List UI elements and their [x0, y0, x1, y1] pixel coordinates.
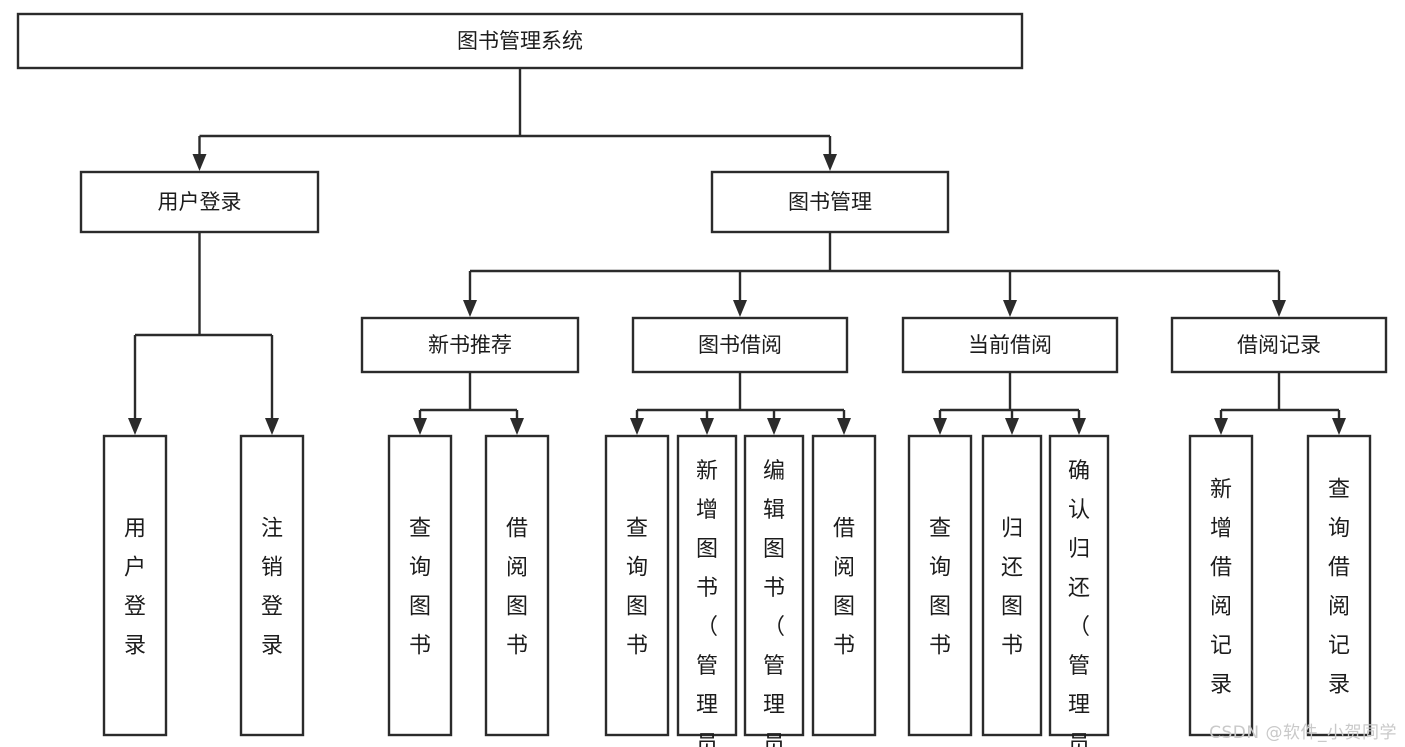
- node-user-login[interactable]: 用户登录: [79, 170, 320, 234]
- node-label-current-borrow: 当前借阅: [968, 333, 1052, 357]
- edge-book-manage-to-borrow-record-arrowhead: [1272, 300, 1286, 317]
- node-box-leaf-add-borrow-record: [1188, 434, 1254, 737]
- edge-current-borrow-to-leaf-query-book-current-arrowhead: [933, 418, 947, 435]
- edge-borrow-record-to-leaf-query-borrow-record-arrowhead: [1332, 418, 1346, 435]
- node-box-current-borrow: [901, 316, 1119, 374]
- node-new-book-recommend[interactable]: 新书推荐: [360, 316, 580, 374]
- node-leaf-borrow-book[interactable]: 借阅图书: [811, 434, 877, 737]
- node-box-leaf-logout: [239, 434, 305, 737]
- edge-book-manage-to-new-book-recommend-arrowhead: [463, 300, 477, 317]
- node-leaf-edit-book-admin[interactable]: 编辑图书（管理员）: [743, 434, 805, 747]
- node-box-borrow-record: [1170, 316, 1388, 374]
- node-leaf-add-borrow-record[interactable]: 新增借阅记录: [1188, 434, 1254, 737]
- node-label-leaf-borrow-book: 借阅图书: [833, 517, 855, 659]
- node-leaf-query-book-current[interactable]: 查询图书: [907, 434, 973, 737]
- node-box-leaf-query-book-borrow: [604, 434, 670, 737]
- node-box-leaf-add-book-admin: [676, 434, 738, 737]
- edge-current-borrow-to-leaf-return-book-arrowhead: [1005, 418, 1019, 435]
- node-label-leaf-logout: 注销登录: [261, 517, 283, 659]
- node-label-leaf-add-book-admin: 新增图书（管理员）: [696, 459, 718, 747]
- node-label-leaf-user-login: 用户登录: [124, 517, 146, 659]
- node-box-undefined: [16, 12, 1024, 70]
- node-label-leaf-confirm-return-admin: 确认归还（管理员）: [1068, 459, 1090, 747]
- node-box-leaf-query-borrow-record: [1306, 434, 1372, 737]
- node-layer: 图书管理系统用户登录图书管理新书推荐图书借阅当前借阅借阅记录用户登录注销登录查询…: [16, 12, 1388, 747]
- node-box-book-manage: [710, 170, 950, 234]
- node-leaf-query-book-rec[interactable]: 查询图书: [387, 434, 453, 737]
- node-book-borrow[interactable]: 图书借阅: [631, 316, 849, 374]
- node-current-borrow[interactable]: 当前借阅: [901, 316, 1119, 374]
- node-label-leaf-edit-book-admin: 编辑图书（管理员）: [763, 459, 785, 747]
- node-leaf-user-login[interactable]: 用户登录: [102, 434, 168, 737]
- node-label-leaf-query-book-rec: 查询图书: [409, 517, 431, 659]
- node-label-new-book-recommend: 新书推荐: [428, 333, 512, 357]
- node-label-user-login: 用户登录: [158, 190, 242, 214]
- node-box-leaf-user-login: [102, 434, 168, 737]
- node-leaf-logout[interactable]: 注销登录: [239, 434, 305, 737]
- node-box-leaf-borrow-book-rec: [484, 434, 550, 737]
- edge-book-borrow-to-leaf-query-book-borrow-arrowhead: [630, 418, 644, 435]
- connector-layer: [128, 68, 1346, 435]
- node-leaf-return-book[interactable]: 归还图书: [981, 434, 1043, 737]
- node-box-leaf-query-book-current: [907, 434, 973, 737]
- node-leaf-query-borrow-record[interactable]: 查询借阅记录: [1306, 434, 1372, 737]
- node-leaf-query-book-borrow[interactable]: 查询图书: [604, 434, 670, 737]
- edge-new-book-recommend-to-leaf-borrow-book-rec-arrowhead: [510, 418, 524, 435]
- edge-book-borrow-to-leaf-edit-book-admin-arrowhead: [767, 418, 781, 435]
- node-box-leaf-borrow-book: [811, 434, 877, 737]
- edge-new-book-recommend-to-leaf-query-book-rec-arrowhead: [413, 418, 427, 435]
- edge-book-borrow-to-leaf-add-book-admin-arrowhead: [700, 418, 714, 435]
- node-leaf-borrow-book-rec[interactable]: 借阅图书: [484, 434, 550, 737]
- edge-current-borrow-to-leaf-confirm-return-admin-arrowhead: [1072, 418, 1086, 435]
- node-label-leaf-query-book-borrow: 查询图书: [626, 517, 648, 659]
- node-undefined[interactable]: 图书管理系统: [16, 12, 1024, 70]
- edge-borrow-record-to-leaf-add-borrow-record-arrowhead: [1214, 418, 1228, 435]
- node-box-user-login: [79, 170, 320, 234]
- node-label-book-manage: 图书管理: [788, 190, 872, 214]
- node-borrow-record[interactable]: 借阅记录: [1170, 316, 1388, 374]
- node-box-leaf-confirm-return-admin: [1048, 434, 1110, 737]
- edge-user-login-to-leaf-user-login-arrowhead: [128, 418, 142, 435]
- node-box-book-borrow: [631, 316, 849, 374]
- node-label-leaf-query-borrow-record: 查询借阅记录: [1328, 478, 1350, 698]
- node-label-leaf-borrow-book-rec: 借阅图书: [506, 517, 528, 659]
- node-label-leaf-query-book-current: 查询图书: [929, 517, 951, 659]
- edge-book-manage-to-current-borrow-arrowhead: [1003, 300, 1017, 317]
- edge-root-to-user-login-arrowhead: [192, 154, 207, 171]
- edge-book-manage-to-book-borrow-arrowhead: [733, 300, 747, 317]
- node-box-leaf-return-book: [981, 434, 1043, 737]
- edge-root-to-book-manage-arrowhead: [823, 154, 837, 171]
- node-box-leaf-query-book-rec: [387, 434, 453, 737]
- edge-book-borrow-to-leaf-borrow-book-arrowhead: [837, 418, 851, 435]
- node-label-leaf-return-book: 归还图书: [1001, 517, 1023, 659]
- node-label-undefined: 图书管理系统: [457, 29, 583, 53]
- node-box-leaf-edit-book-admin: [743, 434, 805, 737]
- node-label-borrow-record: 借阅记录: [1237, 333, 1321, 357]
- node-book-manage[interactable]: 图书管理: [710, 170, 950, 234]
- node-leaf-confirm-return-admin[interactable]: 确认归还（管理员）: [1048, 434, 1110, 747]
- node-leaf-add-book-admin[interactable]: 新增图书（管理员）: [676, 434, 738, 747]
- node-box-new-book-recommend: [360, 316, 580, 374]
- node-label-leaf-add-borrow-record: 新增借阅记录: [1210, 478, 1232, 698]
- edge-user-login-to-leaf-logout-arrowhead: [265, 418, 279, 435]
- node-label-book-borrow: 图书借阅: [698, 333, 782, 357]
